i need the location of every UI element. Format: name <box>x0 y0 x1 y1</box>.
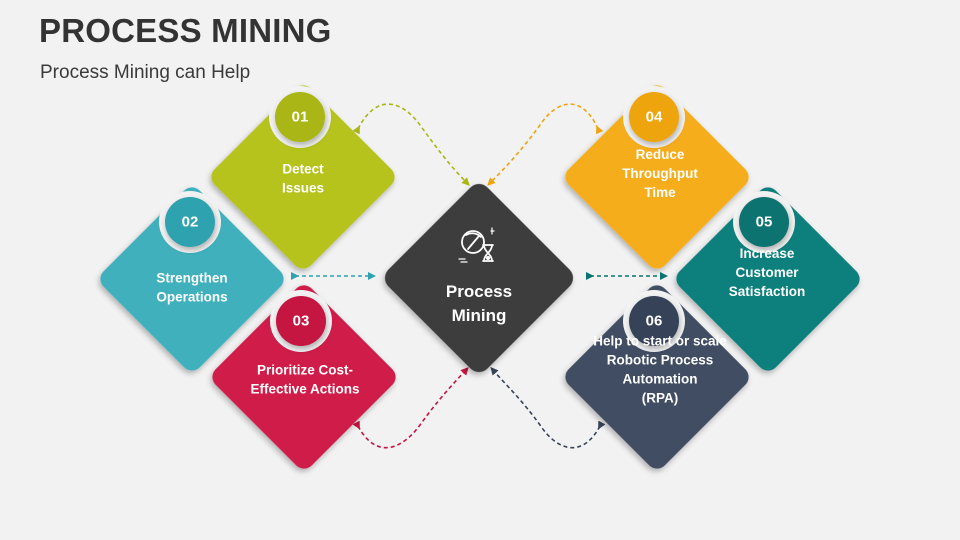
step-04-badge <box>629 92 679 142</box>
step-05-label-line: Satisfaction <box>729 284 806 299</box>
center-label-line-2: Mining <box>452 306 507 325</box>
step-01-diamond <box>211 85 395 269</box>
step-05-label-line: Customer <box>735 265 799 280</box>
step-02-number: 02 <box>182 214 199 231</box>
step-05-number: 05 <box>756 214 773 231</box>
step-06-number: 06 <box>646 313 663 330</box>
step-06-label-line: Robotic Process <box>607 353 714 368</box>
step-05-diamond <box>676 187 860 371</box>
step-02-diamond <box>100 187 284 371</box>
connector-04 <box>487 103 604 186</box>
step-04-diamond <box>565 85 749 269</box>
connector-03 <box>352 367 469 449</box>
center-label-line-1: Process <box>446 282 512 301</box>
step-03-label-line: Prioritize Cost- <box>257 363 353 378</box>
step-01-number: 01 <box>292 109 309 126</box>
page-subtitle: Process Mining can Help <box>40 62 251 83</box>
center-node: Process Mining <box>384 183 574 373</box>
step-04-number: 04 <box>646 109 663 126</box>
step-02-label-line: Strengthen <box>156 271 227 286</box>
connector-01 <box>352 103 470 186</box>
step-01-label-line: Issues <box>282 181 324 196</box>
step-06-diamond <box>565 285 749 469</box>
step-05-label-line: Increase <box>740 246 795 261</box>
step-02-badge <box>165 197 215 247</box>
step-04-label-line: Reduce <box>636 147 685 162</box>
step-02-label-line: Operations <box>156 290 227 305</box>
connector-06 <box>490 366 606 449</box>
page-title: PROCESS MINING <box>39 12 332 49</box>
step-06-label-line: (RPA) <box>642 391 679 406</box>
step-03-diamond <box>212 285 396 469</box>
step-06-badge <box>629 296 679 346</box>
step-06-label-line: Help to start or scale <box>593 334 727 349</box>
step-03-label-line: Effective Actions <box>250 382 359 397</box>
step-06-label-line: Automation <box>623 372 698 387</box>
step-01-label-line: Detect <box>282 162 324 177</box>
step-03-badge <box>276 296 326 346</box>
step-03-number: 03 <box>293 313 310 330</box>
step-01-badge <box>275 92 325 142</box>
pickaxe-hourglass-icon <box>458 227 495 263</box>
step-04-label-line: Throughput <box>622 166 698 181</box>
step-05-badge <box>739 197 789 247</box>
step-04-label-line: Time <box>644 185 676 200</box>
